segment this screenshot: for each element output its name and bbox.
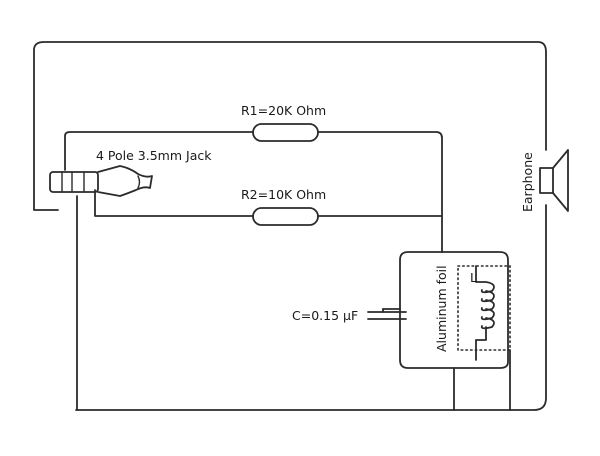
wire-r2-rail: [94, 189, 443, 217]
jack-label: 4 Pole 3.5mm Jack: [96, 148, 212, 163]
audio-jack-icon: [49, 165, 153, 197]
r1-label: R1=20K Ohm: [241, 103, 326, 118]
earphone-icon: [539, 149, 569, 212]
wire-outer-loop: [33, 41, 547, 411]
resistor-r1: [252, 123, 319, 142]
r2-label: R2=10K Ohm: [241, 187, 326, 202]
capacitor-label: C=0.15 µF: [292, 308, 358, 323]
aluminum-foil-shield: [457, 265, 511, 351]
capacitor-icon: [367, 308, 407, 320]
inductor-label: L: [470, 270, 477, 285]
foil-label: Aluminum foil: [434, 265, 449, 352]
inductor-coil-icon: [475, 265, 495, 361]
earphone-label: Earphone: [520, 152, 535, 212]
wire-r1-rail: [64, 131, 443, 253]
resistor-r2: [252, 207, 319, 226]
tank-circuit-box: [399, 251, 509, 369]
